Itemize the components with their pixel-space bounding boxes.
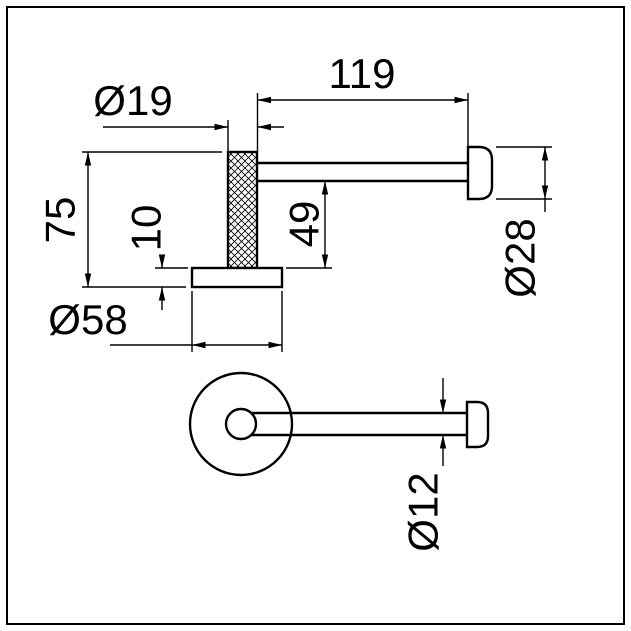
arrowhead — [158, 287, 166, 301]
dim-arm-offset: 49 — [281, 181, 332, 269]
drawing-border-frame — [6, 6, 625, 625]
holder-arm-front — [251, 411, 467, 437]
holder-arm-side — [257, 161, 468, 183]
arrowhead — [192, 341, 206, 349]
dim-plate-thickness: 10 — [123, 205, 188, 310]
arrowhead — [541, 147, 549, 161]
arrowhead — [84, 273, 92, 287]
dim-end-cap-diameter-label: Ø28 — [497, 218, 544, 297]
arrowhead — [268, 341, 282, 349]
arrowhead — [214, 123, 228, 131]
dim-overall-height: 75 — [37, 151, 222, 288]
dim-end-cap-diameter: Ø28 — [496, 146, 552, 298]
dim-plate-diameter-label: Ø58 — [48, 296, 127, 343]
arrowhead — [321, 181, 329, 195]
arrowhead — [321, 254, 329, 268]
dim-plate-thickness-lines — [155, 262, 188, 310]
arrowhead — [84, 152, 92, 166]
dim-arm-offset-label: 49 — [281, 201, 328, 248]
dim-arm-offset-lines — [286, 181, 332, 269]
side-view — [190, 145, 494, 289]
dim-overall-height-lines — [82, 151, 222, 288]
arrowhead — [158, 254, 166, 268]
dim-plate-diameter: Ø58 — [48, 291, 283, 352]
dim-arm-length-lines — [256, 93, 469, 152]
dim-plate-thickness-label: 10 — [123, 205, 170, 252]
dim-post-diameter: Ø19 — [93, 77, 284, 152]
end-cap-side — [466, 145, 494, 201]
dim-bar-diameter-label: Ø12 — [400, 472, 447, 551]
dim-post-diameter-label: Ø19 — [93, 77, 172, 124]
dim-arm-length: 119 — [256, 50, 469, 152]
arrowhead — [257, 123, 271, 131]
end-cap-front — [465, 400, 490, 449]
arrowhead — [454, 96, 468, 104]
dim-bar-diameter: Ø12 — [400, 378, 447, 552]
arrowhead — [541, 185, 549, 199]
dim-arm-length-label: 119 — [329, 50, 396, 97]
arrowhead — [439, 399, 447, 413]
bottom-view — [188, 371, 490, 477]
arrowhead — [439, 435, 447, 449]
post-front — [224, 407, 258, 441]
wall-plate-side — [190, 266, 284, 289]
dim-overall-height-label: 75 — [37, 197, 84, 244]
arrowhead — [257, 96, 271, 104]
mounting-post-hatched — [226, 150, 259, 270]
dim-plate-diameter-lines — [110, 291, 283, 352]
